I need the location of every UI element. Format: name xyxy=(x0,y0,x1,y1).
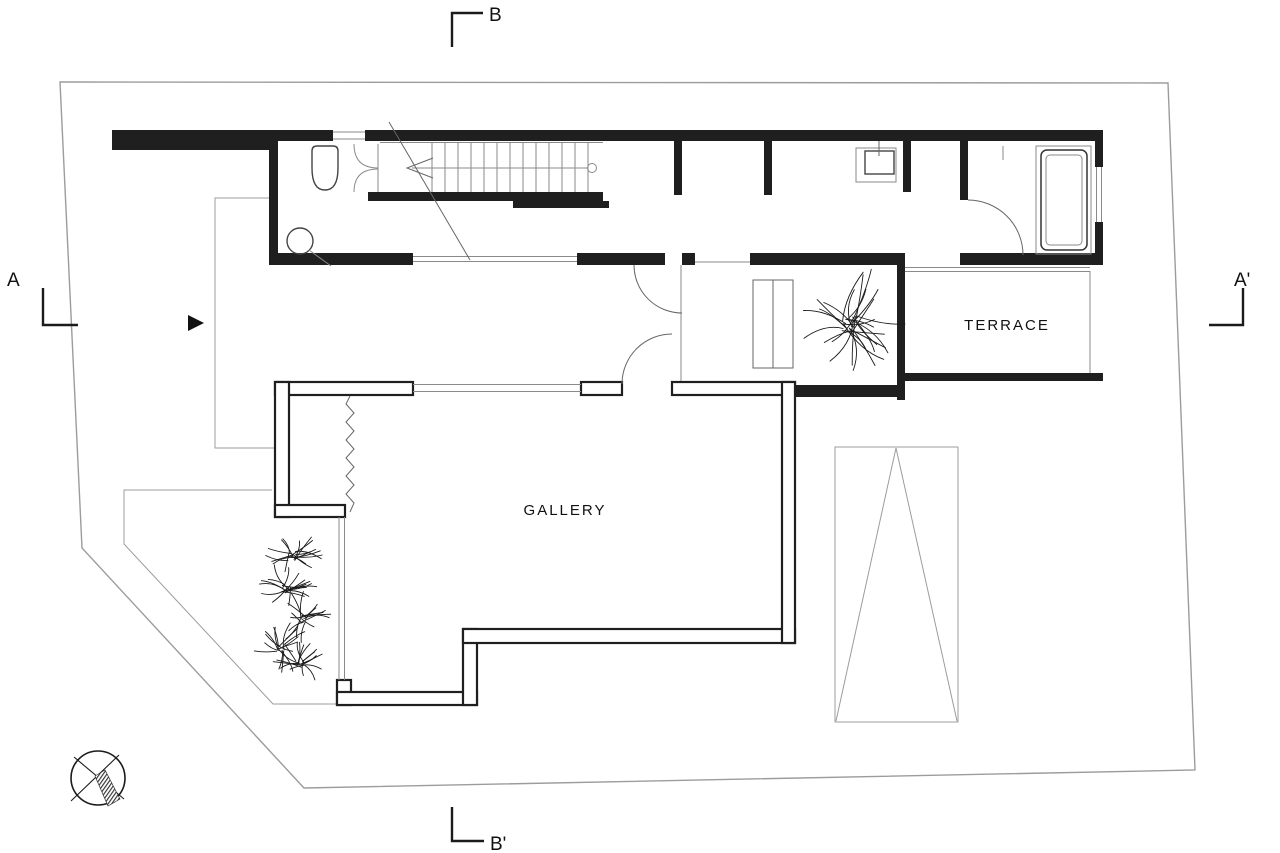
stair-break-line xyxy=(388,121,471,261)
stair-break-arrow xyxy=(405,157,434,179)
double-door-leaf-top xyxy=(353,143,379,169)
zigzag-break-line xyxy=(345,395,355,513)
section-marker-b-top: B xyxy=(450,5,502,47)
site-boundary xyxy=(59,81,1196,789)
gallery-walls xyxy=(273,380,797,707)
tree-icon xyxy=(803,268,906,371)
toilet-room xyxy=(286,143,379,267)
shoe-cabinet xyxy=(752,279,794,369)
middle-band-walls xyxy=(795,265,1103,400)
tree-icon xyxy=(285,591,332,643)
staircase xyxy=(380,121,603,261)
double-door-leaf-bottom xyxy=(353,168,379,193)
section-marker-a-left: A xyxy=(7,270,78,327)
toilet-fixture xyxy=(311,145,339,191)
room-label-terrace: TERRACE xyxy=(964,317,1050,334)
drain-fixture xyxy=(286,227,314,255)
approach-path xyxy=(214,197,274,449)
tree-icon xyxy=(272,641,323,681)
entry-arrow-icon xyxy=(188,315,204,331)
room-label-gallery: GALLERY xyxy=(524,502,607,519)
section-label-a-prime: A' xyxy=(1234,270,1250,291)
section-marker-a-right: A' xyxy=(1209,270,1250,327)
section-label-a: A xyxy=(7,270,20,291)
gallery-door-arc xyxy=(621,333,673,385)
tree-icon xyxy=(259,564,318,606)
garden-bed-outline xyxy=(123,489,337,705)
north-arrow-icon xyxy=(70,750,126,807)
entry-door-arc xyxy=(633,264,683,314)
bathroom-door-arc xyxy=(967,199,1024,256)
section-label-b-prime: B' xyxy=(490,834,506,853)
washbasin-fixture xyxy=(855,141,897,183)
bathtub-fixture xyxy=(1040,149,1088,251)
tree-icon xyxy=(265,536,323,573)
bathroom xyxy=(967,145,1092,256)
gallery-windows xyxy=(338,384,581,680)
terrace-edge-lines xyxy=(905,267,1091,373)
stair-newel-post xyxy=(587,163,597,173)
parking-space xyxy=(834,446,959,723)
upper-volume-walls xyxy=(112,130,1103,265)
section-label-b: B xyxy=(489,5,502,26)
section-marker-b-bottom: B' xyxy=(450,807,506,853)
upper-volume-windows xyxy=(333,131,1102,263)
